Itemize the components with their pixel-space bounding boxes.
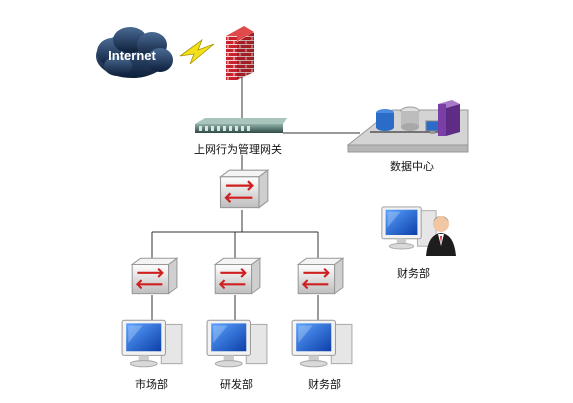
monitor-icon bbox=[121, 319, 183, 368]
gateway-appliance-icon bbox=[195, 118, 287, 133]
switch-icon bbox=[131, 257, 178, 295]
department-label-market: 市场部 bbox=[135, 378, 168, 391]
links bbox=[151, 70, 360, 320]
internet-label: Internet bbox=[108, 48, 156, 63]
datacenter-label: 数据中心 bbox=[390, 160, 434, 173]
server-rack-icon bbox=[346, 100, 469, 153]
switch-icon bbox=[214, 257, 261, 295]
monitor-icon bbox=[206, 319, 268, 368]
department-label-finance: 财务部 bbox=[308, 378, 341, 391]
monitor-icon bbox=[291, 319, 353, 368]
gateway-label: 上网行为管理网关 bbox=[194, 143, 282, 156]
user-workstation-icon bbox=[381, 206, 456, 256]
switch-icon bbox=[219, 169, 269, 209]
switch-icon bbox=[297, 257, 344, 295]
cloud-icon: Internet bbox=[96, 27, 173, 78]
department-label-rnd: 研发部 bbox=[220, 378, 253, 391]
brick-firewall-icon bbox=[226, 26, 254, 80]
finance-user-label: 财务部 bbox=[397, 267, 430, 280]
lightning-icon bbox=[179, 38, 215, 65]
